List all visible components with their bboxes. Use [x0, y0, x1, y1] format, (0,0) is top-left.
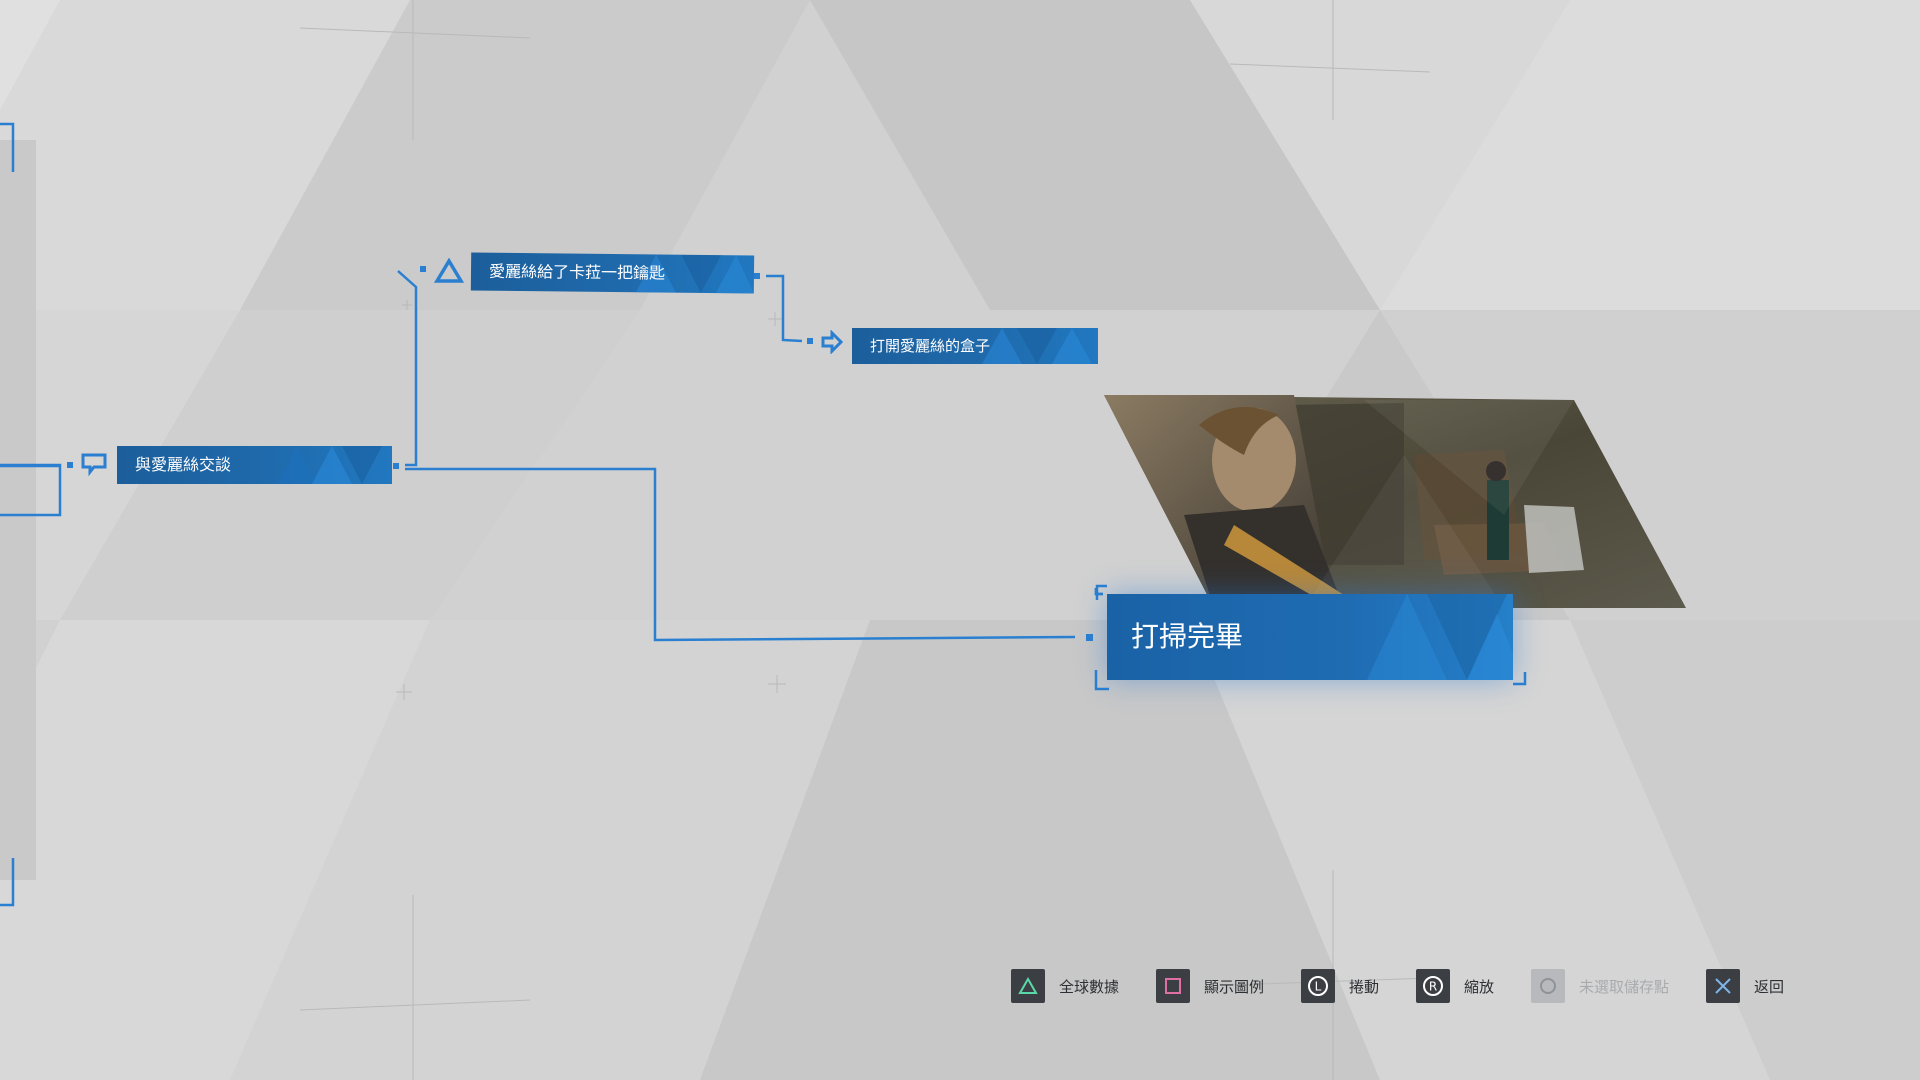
svg-text:R: R — [1429, 980, 1437, 994]
arrow-right-icon — [820, 329, 844, 355]
circle-button-icon — [1531, 969, 1565, 1003]
node-label: 與愛麗絲交談 — [135, 455, 232, 474]
choice-node-alice-gave-key[interactable]: 愛麗絲給了卡菈一把鑰匙 — [470, 252, 755, 294]
zoom-label: 縮放 — [1464, 977, 1495, 996]
triangle-button-icon — [1011, 969, 1045, 1003]
svg-text:L: L — [1315, 980, 1322, 994]
scroll-button[interactable]: L 捲動 — [1301, 968, 1379, 1004]
scroll-label: 捲動 — [1349, 977, 1380, 996]
node-label: 愛麗絲給了卡菈一把鑰匙 — [488, 261, 666, 283]
choice-node-talk-to-alice[interactable]: 與愛麗絲交談 — [117, 446, 392, 484]
scene-thumbnail — [1104, 395, 1686, 608]
r-stick-icon: R — [1416, 969, 1450, 1003]
node-title: 打掃完畢 — [1131, 620, 1244, 653]
no-checkpoint-label: 未選取儲存點 — [1579, 977, 1670, 996]
legend-button[interactable]: 顯示圖例 — [1156, 968, 1264, 1004]
back-label: 返回 — [1754, 977, 1785, 996]
cross-button-icon — [1706, 969, 1740, 1003]
legend-label: 顯示圖例 — [1204, 977, 1265, 996]
controls-footer: 全球數據 顯示圖例 L 捲動 R 縮放 未選取儲存點 返回 — [0, 968, 1920, 1004]
back-button[interactable]: 返回 — [1706, 968, 1784, 1004]
global-stats-label: 全球數據 — [1059, 977, 1120, 996]
no-checkpoint-button: 未選取儲存點 — [1531, 968, 1669, 1004]
l-stick-icon: L — [1301, 969, 1335, 1003]
global-stats-button[interactable]: 全球數據 — [1011, 968, 1119, 1004]
choice-node-cleaning-finished[interactable]: 打掃完畢 — [1107, 594, 1513, 680]
zoom-button[interactable]: R 縮放 — [1416, 968, 1494, 1004]
square-button-icon — [1156, 969, 1190, 1003]
speech-bubble-icon — [80, 452, 110, 477]
node-label: 打開愛麗絲的盒子 — [870, 337, 991, 355]
choice-node-open-alice-box[interactable]: 打開愛麗絲的盒子 — [852, 328, 1098, 364]
triangle-icon — [433, 257, 465, 284]
